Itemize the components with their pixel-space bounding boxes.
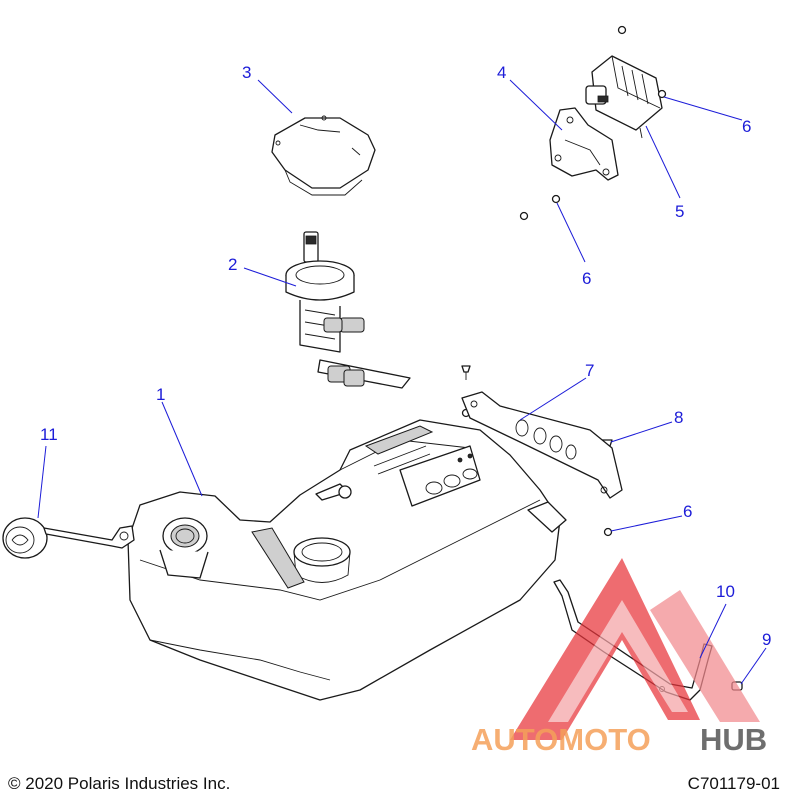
nut bbox=[519, 211, 529, 221]
callout-3: 3 bbox=[242, 63, 251, 82]
callout-2: 2 bbox=[228, 255, 237, 274]
callout-6c: 6 bbox=[683, 502, 692, 521]
fuel-cap bbox=[2, 517, 135, 559]
leader-lines bbox=[37, 79, 767, 685]
fuel-pump-cover bbox=[271, 115, 376, 196]
callout-7: 7 bbox=[585, 361, 594, 380]
electronic-module bbox=[585, 55, 663, 139]
drawing-number: C701179-01 bbox=[687, 774, 780, 793]
bolt bbox=[461, 365, 471, 373]
nut bbox=[551, 194, 561, 204]
mounting-bracket bbox=[549, 107, 619, 181]
callout-labels: 3 2 4 5 6 6 7 8 6 1 11 10 9 bbox=[40, 63, 771, 649]
watermark-text-part1: AUTOMOTO bbox=[471, 722, 651, 757]
fuel-pump-assembly bbox=[285, 231, 411, 389]
callout-11: 11 bbox=[40, 425, 58, 444]
callout-9: 9 bbox=[762, 630, 771, 649]
callout-6a: 6 bbox=[742, 117, 751, 136]
nut bbox=[603, 527, 613, 537]
watermark-text: AUTOMOTO HUB bbox=[471, 722, 767, 757]
callout-1: 1 bbox=[156, 385, 165, 404]
callout-5: 5 bbox=[675, 202, 684, 221]
callout-8: 8 bbox=[674, 408, 683, 427]
watermark-text-part2: HUB bbox=[700, 722, 767, 757]
copyright-notice: © 2020 Polaris Industries Inc. bbox=[8, 774, 231, 793]
nut-set bbox=[461, 25, 667, 537]
heat-shield bbox=[461, 391, 623, 499]
callout-6b: 6 bbox=[582, 269, 591, 288]
watermark-logo bbox=[510, 558, 760, 740]
nut bbox=[657, 89, 667, 99]
nut bbox=[617, 25, 627, 35]
fuel-tank bbox=[127, 419, 567, 701]
callout-4: 4 bbox=[497, 63, 506, 82]
callout-10: 10 bbox=[716, 582, 735, 601]
